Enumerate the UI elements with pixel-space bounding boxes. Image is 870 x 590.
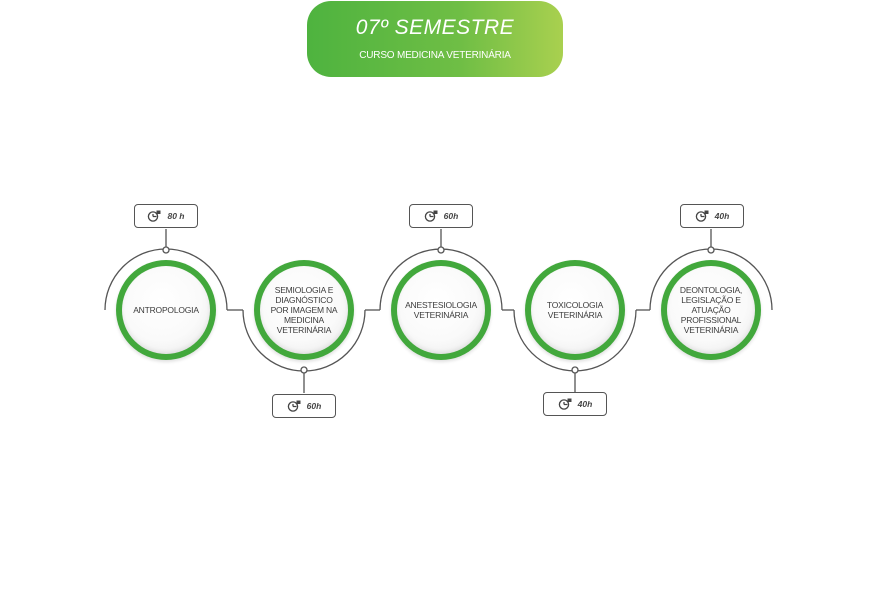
hours-value: 60h [306, 401, 322, 411]
hours-value: 60h [443, 211, 459, 221]
course-node-toxicologia: TOXICOLOGIA VETERINÁRIA [525, 260, 625, 360]
hours-value: 40h [577, 399, 593, 409]
course-label: ANESTESIOLOGIA VETERINÁRIA [405, 300, 477, 320]
clock-icon [424, 210, 438, 222]
hours-badge: 60h [409, 204, 473, 228]
course-node-antropologia: ANTROPOLOGIA [116, 260, 216, 360]
connector-dot-1 [162, 246, 170, 254]
clock-icon [287, 400, 301, 412]
course-node-semiologia: SEMIOLOGIA E DIAGNÓSTICO POR IMAGEM NA M… [254, 260, 354, 360]
course-label: SEMIOLOGIA E DIAGNÓSTICO POR IMAGEM NA M… [270, 285, 338, 335]
course-label: DEONTOLOGIA, LEGISLAÇÃO E ATUAÇÃO PROFIS… [679, 285, 743, 335]
clock-icon [148, 210, 161, 222]
connector-dot-4 [571, 366, 579, 374]
course-subtitle: CURSO MEDICINA VETERINÁRIA [359, 50, 511, 61]
clock-icon [695, 210, 709, 222]
semester-title: 07º SEMESTRE [355, 16, 515, 39]
hours-badge: 40h [680, 204, 744, 228]
hours-value: 40h [714, 211, 730, 221]
connector-dot-5 [707, 246, 715, 254]
hours-value: 80 h [167, 211, 185, 221]
connector-dot-3 [437, 246, 445, 254]
hours-badge: 80 h [134, 204, 198, 228]
clock-icon [558, 398, 572, 410]
course-label: ANTROPOLOGIA [133, 305, 199, 315]
semester-header: 07º SEMESTRE CURSO MEDICINA VETERINÁRIA [307, 1, 563, 77]
hours-badge: 40h [543, 392, 607, 416]
course-node-deontologia: DEONTOLOGIA, LEGISLAÇÃO E ATUAÇÃO PROFIS… [661, 260, 761, 360]
course-label: TOXICOLOGIA VETERINÁRIA [546, 300, 604, 320]
connector-dot-2 [300, 366, 308, 374]
course-node-anestesiologia: ANESTESIOLOGIA VETERINÁRIA [391, 260, 491, 360]
hours-badge: 60h [272, 394, 336, 418]
